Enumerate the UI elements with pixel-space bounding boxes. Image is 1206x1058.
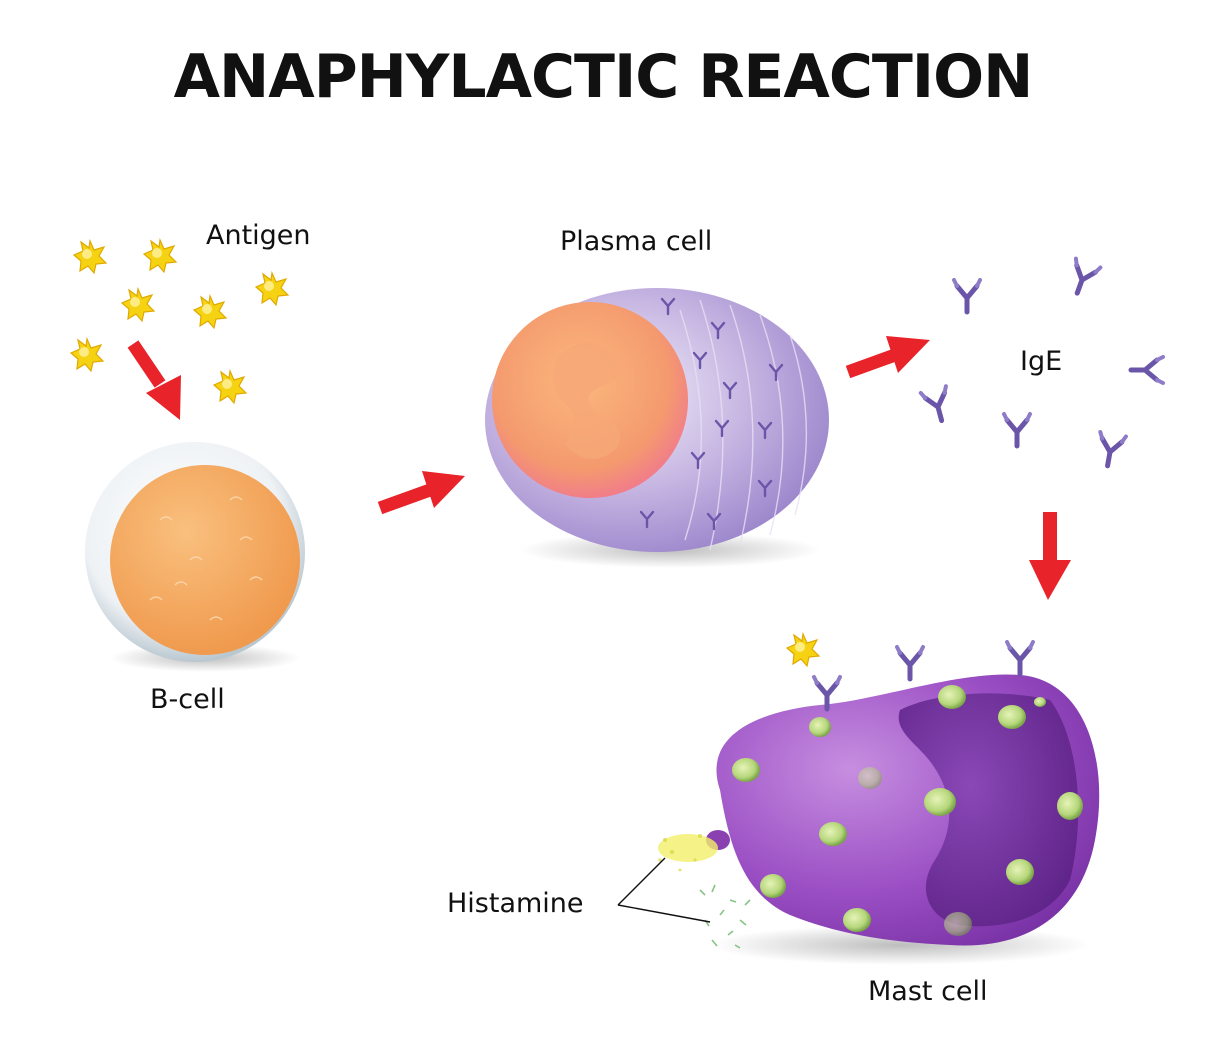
arrow-plasma-to-ige (845, 336, 930, 379)
histamine-pointer-lines (617, 857, 711, 923)
arrow-bcell-to-plasma (377, 471, 465, 515)
label-b-cell: B-cell (150, 684, 225, 715)
plasma-cell (485, 288, 829, 568)
diagram-title: ANAPHYLACTIC REACTION (173, 42, 1034, 112)
antigen-star-icon (213, 370, 247, 404)
ige-antibody-icon (1095, 432, 1126, 468)
antigen-star-icon (73, 240, 107, 274)
antigen-star-icon (255, 272, 289, 306)
ige-antibody-icon (921, 386, 954, 424)
label-plasma-cell: Plasma cell (560, 226, 713, 257)
label-mast-cell: Mast cell (868, 976, 988, 1007)
ige-antibody-icon (1065, 259, 1100, 298)
label-ige: IgE (1020, 346, 1063, 377)
label-antigen: Antigen (206, 220, 311, 251)
ige-antibody-icon (1131, 357, 1163, 383)
ige-antibody-icon (954, 280, 980, 312)
b-cell (85, 442, 305, 672)
mast-granules (732, 685, 1083, 936)
arrow-antigen-to-bcell (127, 340, 181, 420)
mast-cell (706, 633, 1100, 965)
ige-antibody-icon (1004, 414, 1030, 446)
antigen-star-icon (70, 338, 104, 372)
bound-antigen-star-icon (786, 633, 820, 667)
antigen-star-icon (193, 295, 227, 329)
arrow-ige-to-mast (1029, 512, 1071, 600)
label-histamine: Histamine (447, 888, 584, 919)
antigen-star-icon (121, 288, 155, 322)
histamine-release (617, 834, 751, 949)
antigen-star-icon (143, 239, 177, 273)
